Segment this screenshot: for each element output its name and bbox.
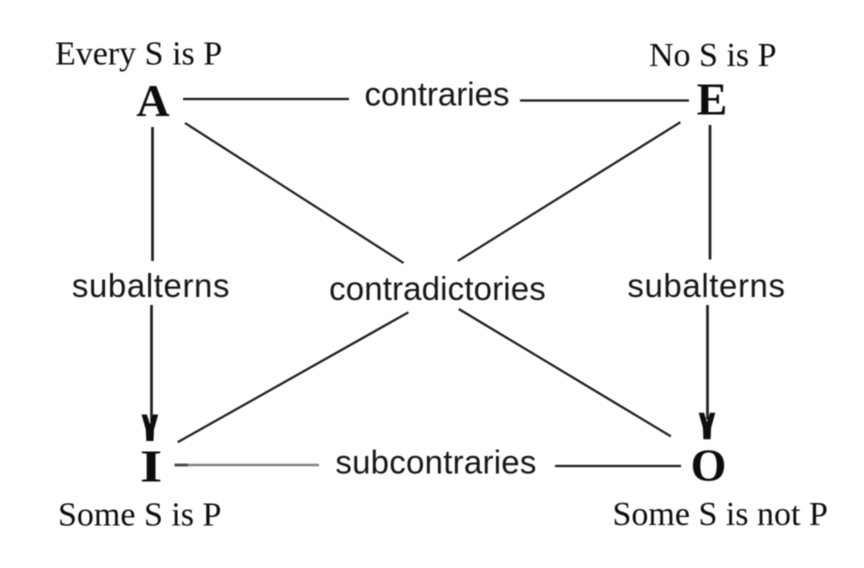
svg-text:O: O <box>691 440 727 491</box>
svg-text:Some S is P: Some S is P <box>58 497 221 534</box>
svg-text:Some S is not P: Some S is not P <box>613 496 828 533</box>
svg-text:contradictories: contradictories <box>329 270 546 307</box>
svg-text:I: I <box>140 442 162 492</box>
svg-text:subcontraries: subcontraries <box>335 444 536 481</box>
svg-text:contraries: contraries <box>365 76 510 113</box>
svg-text:subalterns: subalterns <box>72 267 230 304</box>
svg-text:subalterns: subalterns <box>627 267 785 304</box>
svg-text:A: A <box>136 75 169 126</box>
svg-text:E: E <box>697 74 728 125</box>
svg-text:Every S is P: Every S is P <box>55 36 222 73</box>
svg-text:No S is P: No S is P <box>649 37 777 74</box>
